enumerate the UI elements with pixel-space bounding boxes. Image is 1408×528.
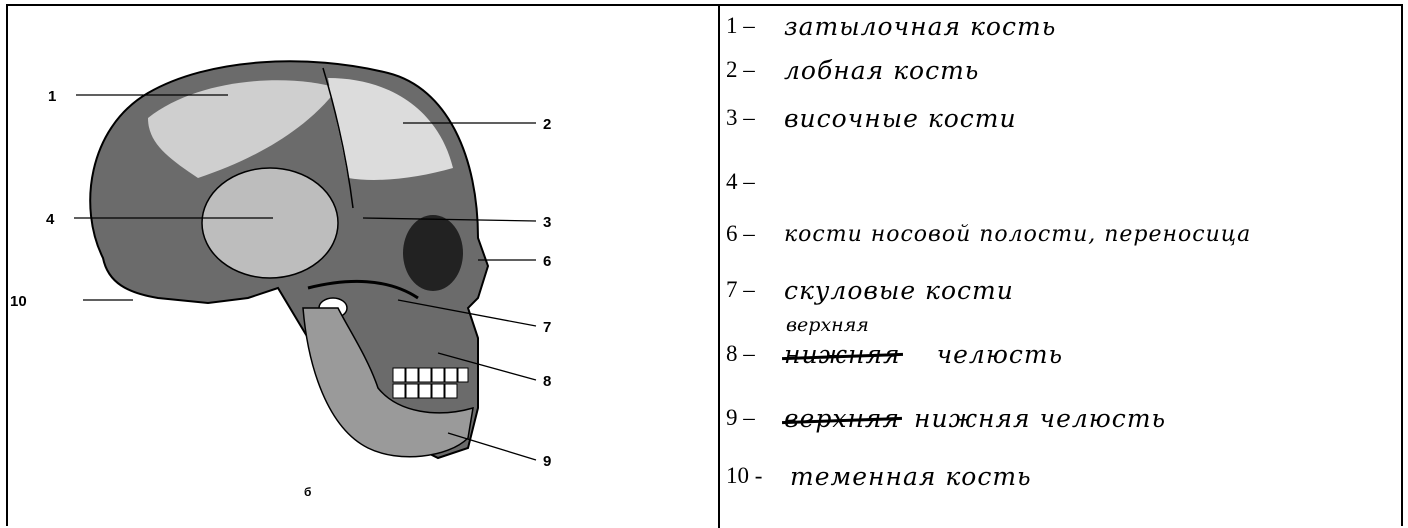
answer-row-1: 1 – затылочная кость [726,6,1056,46]
answer-struck-text: нижняя [784,340,901,369]
figure-label-1: 1 [48,88,56,105]
figure-label-6: 6 [543,253,551,270]
orbit [403,215,463,291]
figure-label-8: 8 [543,373,551,390]
answer-row-8: 8 – верхняя нижняя челюсть [726,334,1063,374]
answer-number: 4 – [726,169,784,195]
skull-figure: 1 2 3 4 6 7 8 9 10 б [8,8,718,526]
answer-text: лобная кость [784,56,979,85]
answer-row-7: 7 – скуловые кости [726,270,1014,310]
correction-group: верхняя нижняя [784,340,901,369]
answer-row-3: 3 – височные кости [726,98,1017,138]
answer-number: 8 – [726,341,784,367]
figure-label-7: 7 [543,319,551,336]
answer-row-9: 9 – верхняя нижняя челюсть [726,398,1166,438]
answer-number: 2 – [726,57,784,83]
answer-correction: верхняя [786,314,869,336]
answer-text: челюсть [937,340,1064,369]
answer-text: кости носовой полости, переносица [784,222,1251,247]
answer-number: 1 – [726,13,784,39]
answer-row-6: 6 – кости носовой полости, переносица [726,214,1251,254]
answer-row-4: 4 – [726,162,784,202]
answer-row-2: 2 – лобная кость [726,50,979,90]
answer-number: 10 - [726,463,790,489]
column-divider [718,4,720,528]
answer-number: 9 – [726,405,784,431]
answer-text: нижняя челюсть [914,404,1166,433]
answer-text: затылочная кость [784,12,1056,41]
answer-number: 6 – [726,221,784,247]
figure-label-4: 4 [46,211,55,228]
answer-text: теменная кость [790,462,1032,491]
answer-text: скуловые кости [784,276,1014,305]
answer-number: 3 – [726,105,784,131]
answer-list: 1 – затылочная кость 2 – лобная кость 3 … [726,4,1402,526]
answer-text: височные кости [784,104,1017,133]
answer-row-10: 10 - теменная кость [726,456,1032,496]
figure-label-9: 9 [543,453,551,470]
figure-label-2: 2 [543,116,551,133]
figure-label-10: 10 [10,293,27,310]
answer-number: 7 – [726,277,784,303]
answer-struck-text: верхняя [784,404,900,433]
figure-label-3: 3 [543,214,551,231]
temporal-region [202,168,338,278]
figure-sublabel: б [304,485,311,499]
skull-illustration: 1 2 3 4 6 7 8 9 10 б [8,8,718,526]
